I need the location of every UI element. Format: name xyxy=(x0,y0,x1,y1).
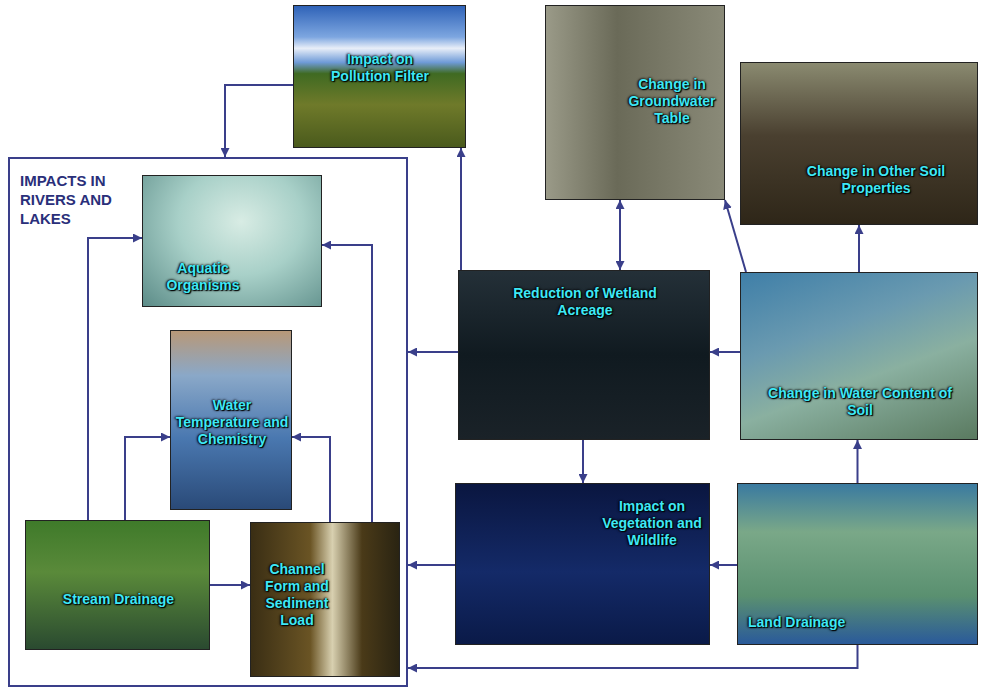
flow-arrow xyxy=(619,200,621,270)
flow-arrow xyxy=(225,85,293,157)
flow-arrow xyxy=(857,440,859,483)
flow-arrow xyxy=(210,584,250,586)
photo-box: Aquatic Organisms xyxy=(142,175,322,307)
photo-box: Channel Form and Sediment Load xyxy=(250,522,400,677)
flow-arrow xyxy=(125,437,170,520)
group-title: IMPACTS IN RIVERS AND LAKES xyxy=(20,171,142,228)
box-label: Stream Drainage xyxy=(46,591,191,608)
flow-arrow xyxy=(292,437,330,522)
flow-arrow xyxy=(858,225,860,272)
box-label: Change in Other Soil Properties xyxy=(801,163,951,197)
box-label: Change in Groundwater Table xyxy=(622,76,722,127)
flow-arrow xyxy=(710,564,737,566)
flow-arrow xyxy=(710,351,740,353)
photo-box: Change in Water Content of Soil xyxy=(740,272,978,440)
flow-arrow xyxy=(88,238,142,520)
photo-box: Change in Groundwater Table xyxy=(545,5,725,200)
photo-box: Change in Other Soil Properties xyxy=(740,62,978,225)
flow-arrow xyxy=(582,440,584,483)
box-label: Aquatic Organisms xyxy=(153,260,253,294)
photo-box: Impact on Vegetation and Wildlife xyxy=(455,483,710,645)
flow-arrow xyxy=(408,564,455,566)
flow-arrow xyxy=(322,245,372,522)
photo-box: Water Temperature and Chemistry xyxy=(170,330,292,510)
photo-box: Land Drainage xyxy=(737,483,978,645)
flow-arrow xyxy=(408,351,458,353)
box-label: Impact on Pollution Filter xyxy=(316,51,444,85)
box-label: Water Temperature and Chemistry xyxy=(175,397,289,448)
box-label: Reduction of Wetland Acreage xyxy=(495,285,675,319)
photo-box: Impact on Pollution Filter xyxy=(293,5,466,148)
flow-arrow xyxy=(408,645,858,668)
flow-arrow xyxy=(460,148,462,270)
group-frame: IMPACTS IN RIVERS AND LAKES Aquatic Organ… xyxy=(8,157,408,687)
box-label: Impact on Vegetation and Wildlife xyxy=(598,498,706,549)
box-label: Land Drainage xyxy=(748,614,898,631)
box-label: Change in Water Content of Soil xyxy=(755,385,965,419)
photo-box: Stream Drainage xyxy=(25,520,210,650)
box-label: Channel Form and Sediment Load xyxy=(255,561,339,629)
photo-box: Reduction of Wetland Acreage xyxy=(458,270,710,440)
